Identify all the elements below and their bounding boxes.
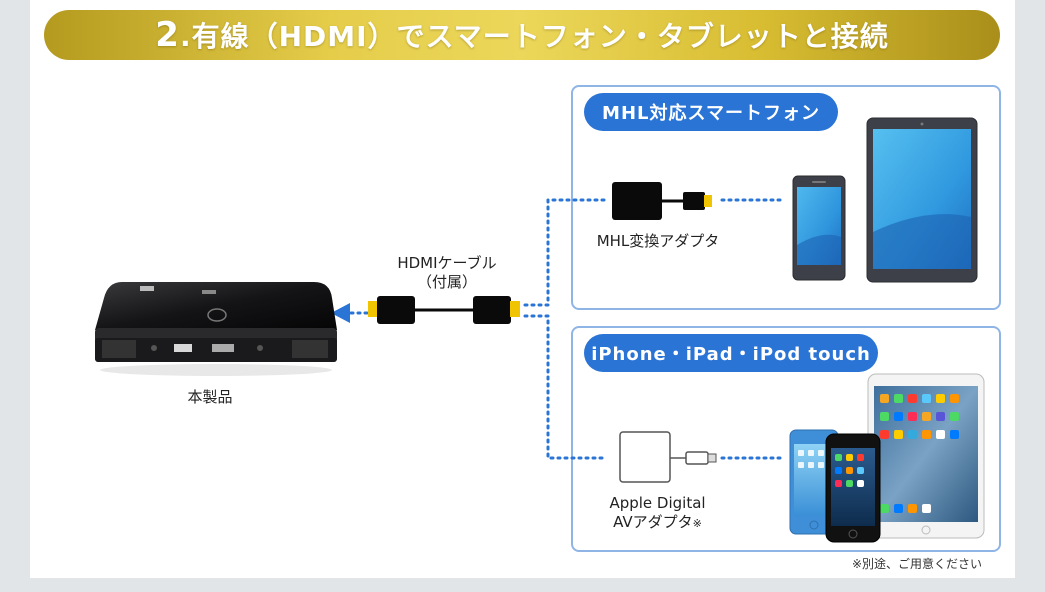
banner-title: 2.有線（HDMI）でスマートフォン・タブレットと接続 [155, 15, 888, 55]
mhl-adapter-label: MHL変換アダプタ [596, 232, 720, 250]
banner-text: .有線（HDMI）でスマートフォン・タブレットと接続 [179, 20, 889, 53]
apple-av-adapter-image [619, 431, 717, 483]
mhl-adapter-image [612, 182, 712, 220]
device-label: 本製品 [187, 388, 233, 406]
cable-label-line1: HDMIケーブル [397, 254, 497, 272]
cable-label-line2: （付属） [416, 273, 477, 291]
footnote: ※別途、ご用意ください [852, 557, 983, 571]
product-device-image [95, 282, 337, 376]
section-banner: 2.有線（HDMI）でスマートフォン・タブレットと接続 [44, 10, 1000, 60]
smartphone-image [792, 175, 846, 281]
apple-adapter-note-mark: ※ [692, 517, 702, 530]
apple-section-pill: iPhone・iPad・iPod touch [584, 334, 878, 372]
hdmi-cable [368, 296, 520, 324]
mhl-section-pill: MHL対応スマートフォン [584, 93, 838, 131]
banner-number: 2 [155, 15, 180, 55]
apple-adapter-label: Apple Digital AVアダプタ※ [585, 494, 730, 533]
cable-label: HDMIケーブル （付属） [385, 254, 509, 292]
apple-adapter-label-line2: AVアダプタ※ [613, 513, 702, 531]
apple-adapter-label-line1: Apple Digital [609, 494, 706, 512]
tablet-image [866, 117, 978, 283]
apple-devices-image [789, 373, 985, 543]
